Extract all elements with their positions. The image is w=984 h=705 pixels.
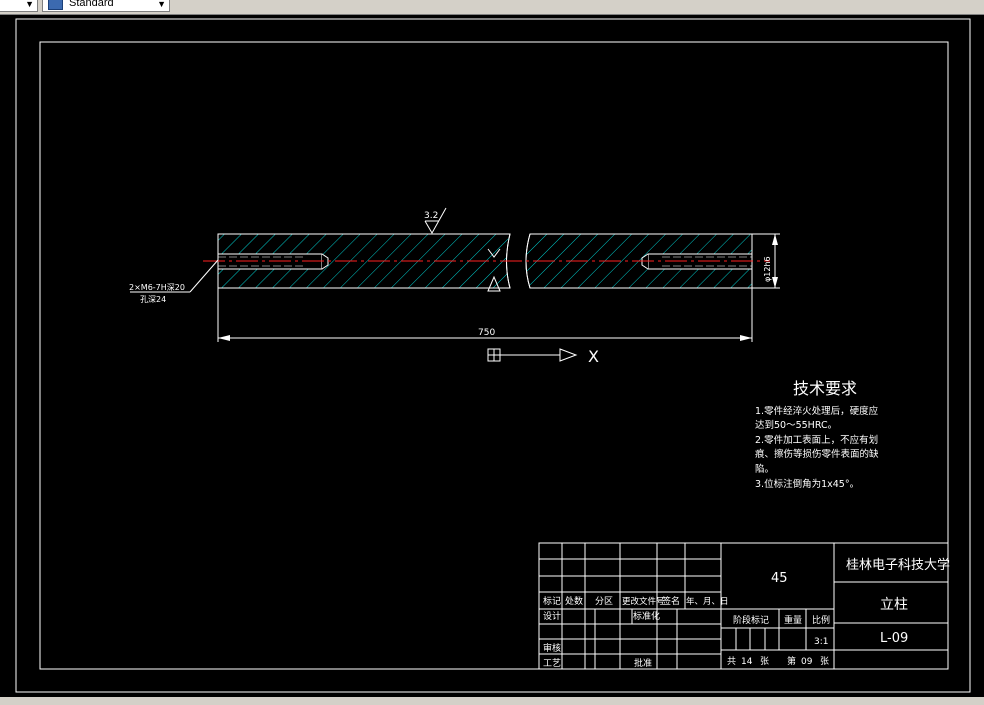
title-block (538, 542, 949, 670)
design-label: 设计 (543, 610, 561, 622)
toolbar: ▼ Standard ▼ (0, 0, 984, 15)
sheets-unit: 张 (760, 656, 769, 667)
weight-label: 重量 (784, 614, 802, 626)
tech-line: 达到50～55HRC。 (755, 419, 837, 431)
sheet-number: 09 (801, 657, 813, 667)
roughness-symbol: 3.2 (424, 207, 447, 235)
sheet-unit: 张 (820, 656, 829, 667)
scale-label: 比例 (812, 614, 830, 626)
header-change-doc: 更改文件号 (622, 596, 665, 607)
header-signature: 签名 (662, 595, 680, 607)
chevron-down-icon: ▼ (25, 0, 34, 9)
ucs-icon: X (487, 347, 599, 366)
header-count: 处数 (565, 595, 583, 607)
length-dimension: 750 (217, 288, 753, 342)
status-strip (0, 697, 984, 705)
tech-requirements: 技术要求 1.零件经淬火处理后，硬度应 达到50～55HRC。 2.零件加工表面… (755, 379, 879, 490)
crosshair-cursor (487, 248, 501, 292)
text-style-icon (48, 0, 63, 10)
drawing-number: L-09 (880, 631, 908, 646)
style-dropdown-value: Standard (69, 0, 114, 9)
sheet-inner-border (39, 41, 949, 670)
tech-line: 1.零件经淬火处理后，硬度应 (755, 405, 879, 417)
total-sheets: 14 (741, 657, 753, 667)
material-value: 45 (771, 571, 788, 586)
length-value: 750 (478, 328, 495, 338)
header-mark: 标记 (543, 595, 561, 607)
chevron-down-icon: ▼ (157, 0, 166, 9)
sheet-outer-border (15, 18, 971, 693)
diameter-dimension: φ12h6 (752, 233, 780, 289)
hole-note: 2×M6-7H深20 (129, 283, 185, 292)
hole-note-depth: 孔深24 (140, 295, 166, 304)
stage-mark-label: 阶段标记 (733, 614, 769, 626)
tech-line: 痕、擦伤等损伤零件表面的缺 (755, 448, 879, 460)
school-name: 桂林电子科技大学 (846, 557, 950, 573)
drawing-canvas[interactable]: 3.2 2×M6-7H深20 孔深24 750 φ12h6 X 技术要 (0, 14, 984, 697)
tech-line: 陷。 (755, 463, 774, 475)
header-date: 年、月、日 (686, 596, 729, 607)
part-name: 立柱 (880, 597, 908, 613)
hole-leader (189, 259, 219, 293)
approve-label: 批准 (634, 657, 652, 669)
tech-requirements-title: 技术要求 (793, 379, 857, 398)
scale-value: 3:1 (814, 637, 828, 647)
header-zone: 分区 (595, 596, 613, 607)
tech-line: 3.位标注倒角为1x45°。 (755, 478, 859, 490)
sheet-label: 第 (787, 655, 796, 667)
process-label: 工艺 (543, 658, 561, 669)
title-block-text: 标记 处数 分区 更改文件号 签名 年、月、日 设计 标准化 审核 工艺 批准 … (543, 557, 950, 669)
total-label: 共 (727, 656, 736, 667)
ucs-x-label: X (588, 347, 599, 366)
layer-dropdown[interactable]: ▼ (0, 0, 38, 12)
standardization-label: 标准化 (633, 610, 660, 622)
roughness-value: 3.2 (424, 211, 438, 221)
style-dropdown[interactable]: Standard ▼ (42, 0, 170, 12)
diameter-value: φ12h6 (763, 256, 772, 282)
tech-line: 2.零件加工表面上，不应有划 (755, 434, 878, 446)
review-label: 审核 (543, 642, 561, 654)
